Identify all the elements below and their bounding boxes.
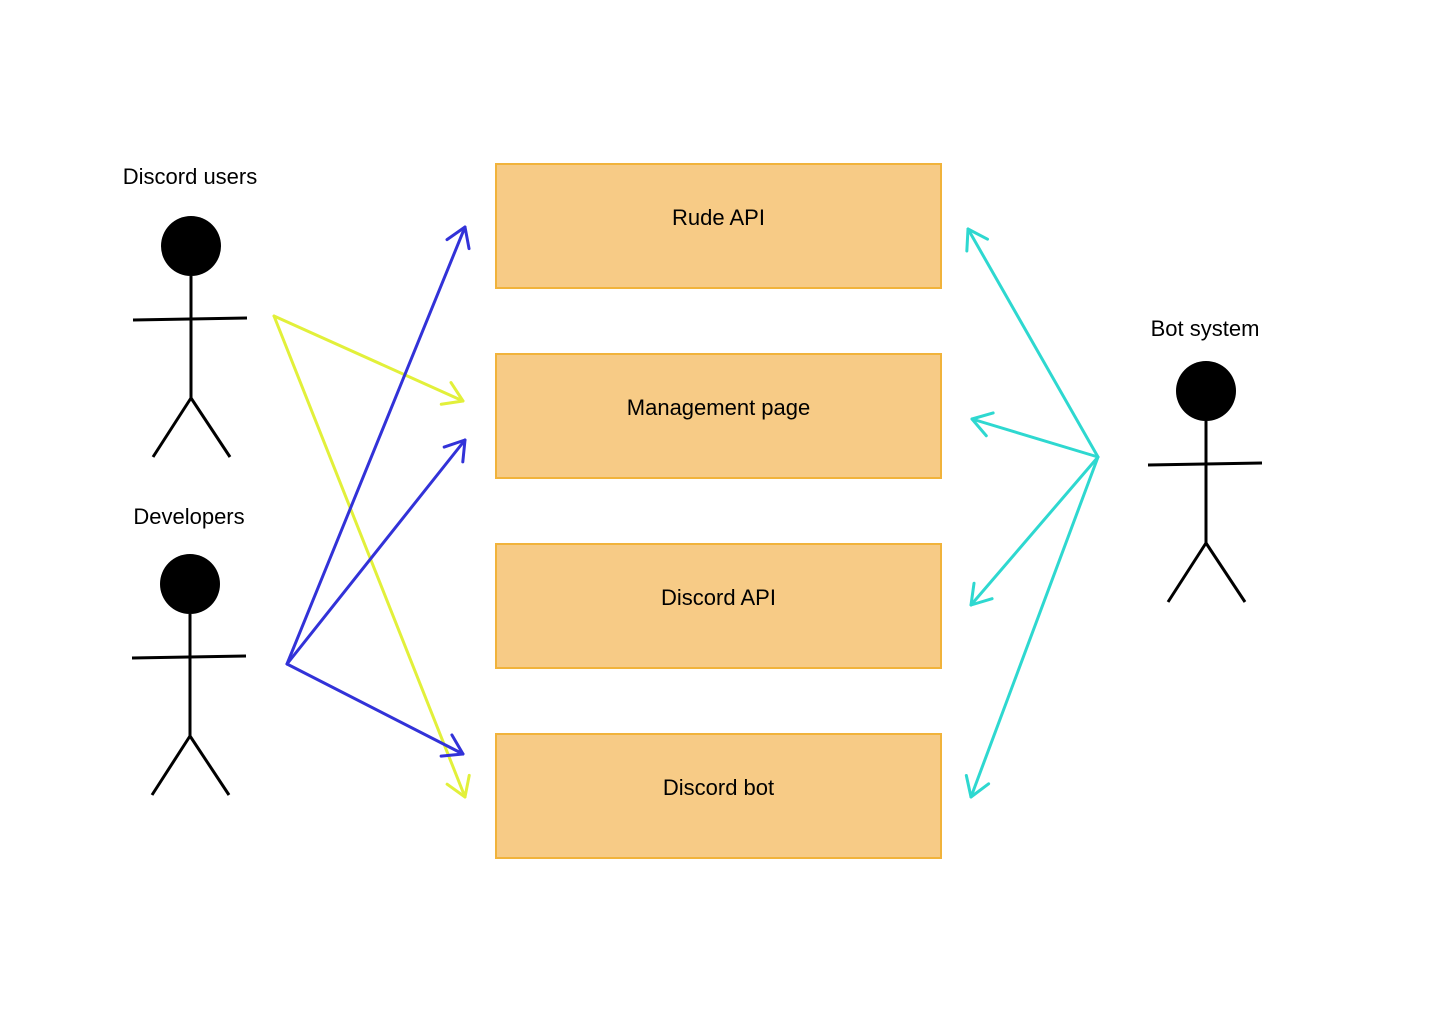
component-discord-bot[interactable]: Discord bot <box>495 733 942 859</box>
component-label-discord-api: Discord API <box>661 585 776 610</box>
arrow-bot-system-to-discord-bot <box>964 455 1100 799</box>
arrow-discord-users-to-discord-bot <box>272 314 471 799</box>
arrow-shaft <box>966 227 1100 459</box>
arrow-head <box>964 774 991 799</box>
arrow-developers-to-management-page <box>285 438 467 666</box>
arrow-shaft <box>285 225 467 666</box>
arrow-shaft <box>285 438 467 666</box>
actor-label-developers: Developers <box>133 504 245 529</box>
arrow-head <box>442 438 467 464</box>
component-label-rude-api: Rude API <box>672 205 765 230</box>
arrow-head <box>970 411 995 438</box>
arrow-bot-system-to-discord-api <box>969 455 1100 607</box>
actor-head <box>1176 361 1236 421</box>
actor-left-leg <box>150 735 192 796</box>
actor-figure-bot-system <box>1147 361 1263 603</box>
actor-head <box>161 216 221 276</box>
arrow-developers-to-discord-bot <box>285 662 465 758</box>
arrow-developers-to-rude-api <box>285 225 471 666</box>
arrow-head <box>445 773 471 799</box>
component-label-management-page: Management page <box>626 395 811 420</box>
actor-figure-discord-users <box>132 216 248 458</box>
arrow-shaft <box>285 662 465 756</box>
arrow-shaft <box>272 314 465 403</box>
actor-left-leg <box>1166 542 1208 603</box>
actor-label-discord-users: Discord users <box>122 164 258 189</box>
arrow-head <box>445 225 471 251</box>
component-management-page[interactable]: Management page <box>495 353 942 479</box>
arrow-shaft <box>970 417 1100 459</box>
actor-left-leg <box>151 397 193 458</box>
component-discord-api[interactable]: Discord API <box>495 543 942 669</box>
actor-label-bot-system: Bot system <box>1150 316 1260 341</box>
actor-right-leg <box>188 735 231 796</box>
actor-head <box>160 554 220 614</box>
arrow-bot-system-to-management-page <box>970 411 1100 459</box>
arrow-head <box>965 227 989 253</box>
component-rude-api[interactable]: Rude API <box>495 163 942 289</box>
arrow-shaft <box>272 314 467 799</box>
component-label-discord-bot: Discord bot <box>662 775 775 800</box>
arrow-bot-system-to-rude-api <box>965 227 1100 459</box>
actor-arms <box>132 316 248 322</box>
arrow-shaft <box>969 455 1100 799</box>
arrow-head <box>439 381 465 406</box>
actor-right-leg <box>1204 542 1247 603</box>
arrow-discord-users-to-management-page <box>272 314 465 406</box>
arrow-head <box>439 733 465 758</box>
arrow-shaft <box>969 455 1100 607</box>
actor-right-leg <box>189 397 232 458</box>
arrow-head <box>969 581 994 607</box>
actor-arms <box>1147 461 1263 467</box>
actor-arms <box>131 654 247 660</box>
actor-figure-developers <box>131 554 247 796</box>
